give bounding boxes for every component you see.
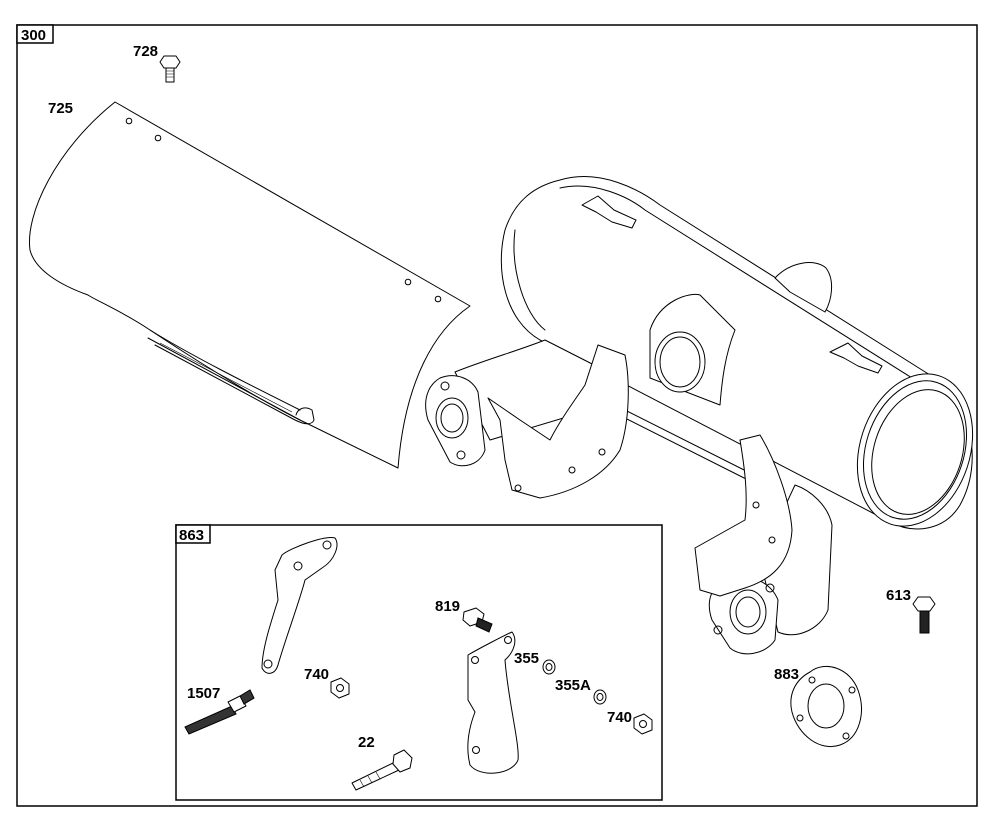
bolt-819: [462, 607, 493, 633]
heat-shield-725: [28, 101, 471, 469]
frame-label-box: [16, 24, 54, 44]
nut-740-right: [633, 713, 653, 735]
callout-740-left: 740: [304, 666, 329, 683]
inset-right-bracket: [467, 631, 519, 774]
inset-label-box: [175, 524, 211, 544]
bolt-613: [912, 596, 936, 634]
callout-883: 883: [774, 666, 799, 683]
muffler-assembly: [500, 176, 974, 530]
callout-355: 355: [514, 650, 539, 667]
callout-819: 819: [435, 598, 460, 615]
callout-22: 22: [358, 734, 375, 751]
callout-728: 728: [133, 43, 158, 60]
right-bracket: [694, 434, 793, 597]
washer-355a: [593, 689, 607, 705]
inset-frame: [175, 524, 663, 801]
left-exhaust-tube: [425, 339, 601, 467]
gasket-883: [790, 665, 862, 747]
bolt-728: [159, 55, 181, 83]
stud-1507: [184, 689, 255, 735]
callout-740-right: 740: [607, 709, 632, 726]
frame-label: 300: [21, 27, 46, 44]
inset-left-bracket: [261, 537, 338, 674]
bolt-22: [351, 749, 413, 791]
inset-label: 863: [179, 527, 204, 544]
nut-740-left: [330, 677, 350, 699]
callout-725: 725: [48, 100, 73, 117]
left-bracket: [487, 344, 629, 499]
washer-355: [542, 659, 556, 675]
callout-355a: 355A: [555, 677, 591, 694]
callout-1507: 1507: [187, 685, 220, 702]
callout-613: 613: [886, 587, 911, 604]
